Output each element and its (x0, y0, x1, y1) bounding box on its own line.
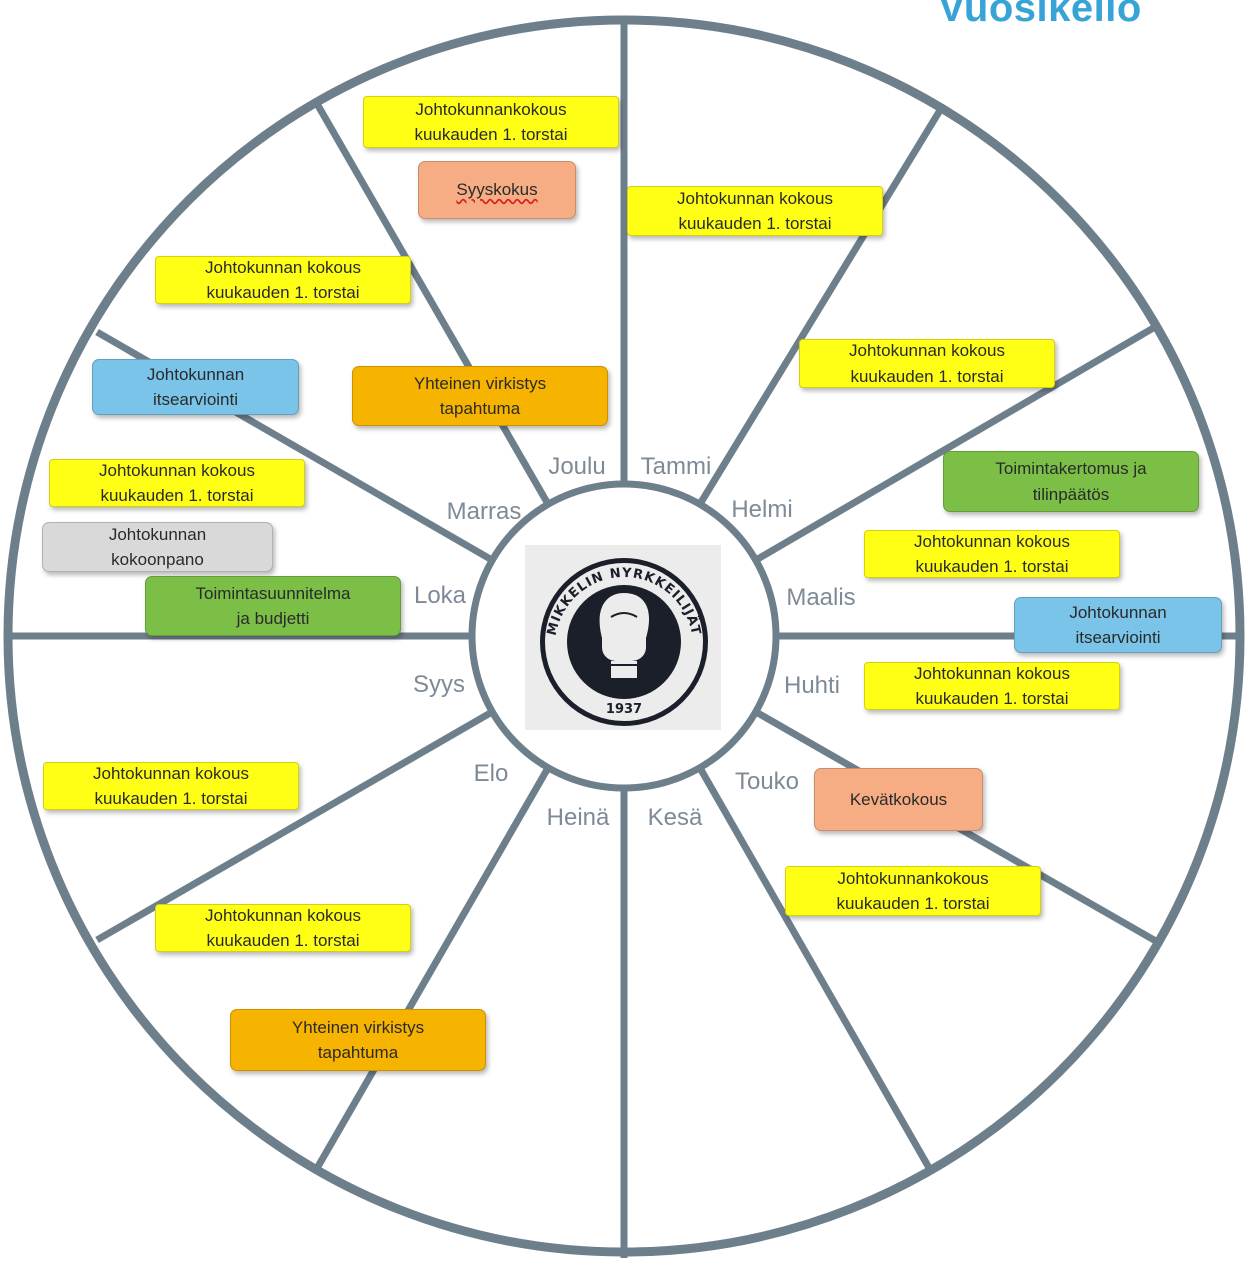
event-spring-meeting: Kevätkokous (814, 768, 983, 831)
logo-emblem: MIKKELIN NYRKKEILIJÄT 1937 (540, 558, 708, 726)
event-autumn-meeting: Syyskokus (418, 161, 576, 219)
page-title: Vuosikello (938, 0, 1142, 30)
month-label-kesa: Kesä (647, 804, 703, 831)
month-label-tammi: Tammi (640, 453, 712, 480)
spoke-60 (754, 323, 1157, 564)
month-label-helmi: Helmi (731, 496, 793, 523)
logo-year: 1937 (606, 702, 642, 717)
month-label-joulu: Joulu (548, 453, 606, 480)
spoke-150 (696, 766, 936, 1175)
boxing-glove-icon (599, 593, 650, 678)
spoke-210 (312, 766, 552, 1172)
month-label-loka: Loka (413, 582, 467, 609)
spoke-30 (697, 105, 945, 506)
month-label-elo: Elo (473, 760, 509, 787)
month-label-syys: Syys (412, 671, 466, 698)
spoke-240 (95, 708, 494, 944)
spoke-330 (312, 100, 552, 506)
logo: MIKKELIN NYRKKEILIJÄT 1937 (525, 545, 721, 730)
month-label-heina: Heinä (546, 804, 610, 831)
month-label-maalis: Maalis (786, 584, 856, 611)
month-label-huhti: Huhti (783, 672, 841, 699)
month-label-marras: Marras (446, 498, 522, 525)
month-label-touko: Touko (734, 768, 800, 795)
